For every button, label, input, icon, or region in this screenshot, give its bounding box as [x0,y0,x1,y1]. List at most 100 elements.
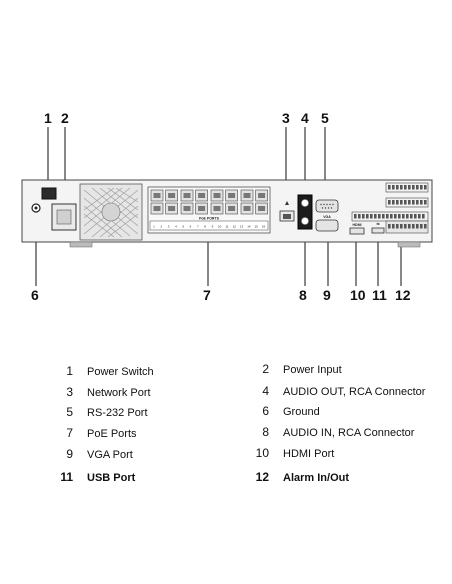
alarm-pin [388,185,391,190]
vga-label: VGA [323,215,331,219]
hdmi-port [349,227,365,235]
poe-jack-socket [243,193,251,198]
poe-port-number: 12 [233,225,237,229]
alarm-pin [386,214,389,219]
alarm-pin [410,214,413,219]
alarm-pin [362,214,365,219]
poe-port-number: 4 [175,225,177,229]
legend-number: 8 [262,425,269,439]
legend-item: 12 Alarm In/Out [253,470,349,484]
power-switch [41,187,57,200]
callout-10: 10 [350,287,366,303]
audio-in-rca-connector [301,217,309,225]
fan-grille [79,183,143,241]
legend-number: 2 [262,362,269,376]
legend-label: AUDIO IN, RCA Connector [283,427,415,439]
callout-12: 12 [395,287,411,303]
poe-port-number: 7 [197,225,199,229]
callout-7: 7 [203,287,211,303]
poe-jack-socket [198,206,206,211]
legend-number: 1 [66,364,73,378]
poe-port-number: 3 [168,225,170,229]
alarm-pin [400,200,403,205]
alarm-pin [424,200,427,205]
poe-jack-socket [213,193,221,198]
alarm-pin [400,224,403,229]
alarm-pin [424,224,427,229]
usb-icon: ⇆ [376,221,380,226]
alarm-pin [392,200,395,205]
alarm-pin [388,200,391,205]
poe-port-number: 15 [255,225,259,229]
legend-item: 8 AUDIO IN, RCA Connector [253,425,414,439]
legend-label: HDMI Port [283,448,335,460]
alarm-pin [404,200,407,205]
legend-label: Network Port [87,387,151,399]
poe-jack-socket [228,193,236,198]
callout-9: 9 [323,287,331,303]
alarm-in-out-block [351,182,429,234]
poe-port-number: 8 [204,225,206,229]
rear-panel-diagram: 1 2 3 4 5 6 7 8 9 10 11 12 [21,110,433,303]
poe-port-number: 6 [190,225,192,229]
legend-item: 3 Network Port [57,385,151,399]
alarm-pin [404,224,407,229]
legend-item: 10 HDMI Port [253,446,335,460]
alarm-terminal-pins [354,185,427,229]
alarm-pin [402,214,405,219]
alarm-pin [406,214,409,219]
legend-label: VGA Port [87,449,133,461]
alarm-pin [418,214,421,219]
poe-jack-socket [153,193,161,198]
poe-jack-socket [183,193,191,198]
legend-number: 7 [66,426,73,440]
alarm-pin [392,185,395,190]
poe-jack-socket [258,193,266,198]
alarm-pin [400,185,403,190]
poe-port-number: 11 [225,225,228,229]
alarm-pin [370,214,373,219]
poe-port-number: 14 [247,225,251,229]
usb-port [371,227,385,234]
legend-number: 4 [262,384,269,398]
callout-4: 4 [301,110,309,126]
poe-ports-label: PoE PORTS [199,217,220,221]
alarm-pin [412,185,415,190]
legend-label: PoE Ports [87,428,137,440]
legend-label: USB Port [87,472,136,484]
legend-label: Alarm In/Out [283,472,350,484]
warning-icon [285,201,289,205]
poe-port-number: 13 [240,225,244,229]
alarm-pin [408,200,411,205]
alarm-pin [408,224,411,229]
poe-jack-socket [213,206,221,211]
callout-3: 3 [282,110,290,126]
alarm-pin [382,214,385,219]
poe-port-number: 1 [153,225,155,229]
alarm-pin [354,214,357,219]
legend-number: 12 [255,470,269,484]
rs-232-port [315,199,339,213]
alarm-pin [396,224,399,229]
poe-port-number: 9 [212,225,214,229]
alarm-pin [378,214,381,219]
alarm-pin [388,224,391,229]
legend-number: 3 [66,385,73,399]
legend-label: Ground [283,406,320,418]
audio-out-rca-connector [301,199,309,207]
poe-jack-socket [168,206,176,211]
alarm-pin [404,185,407,190]
legend-number: 6 [262,404,269,418]
legend-item: 6 Ground [253,404,320,418]
poe-jack-socket [168,193,176,198]
legend-number: 10 [255,446,269,460]
poe-jack-grid [150,189,268,215]
callout-1: 1 [44,110,52,126]
alarm-pin [398,214,401,219]
legend-item: 7 PoE Ports [57,426,137,440]
